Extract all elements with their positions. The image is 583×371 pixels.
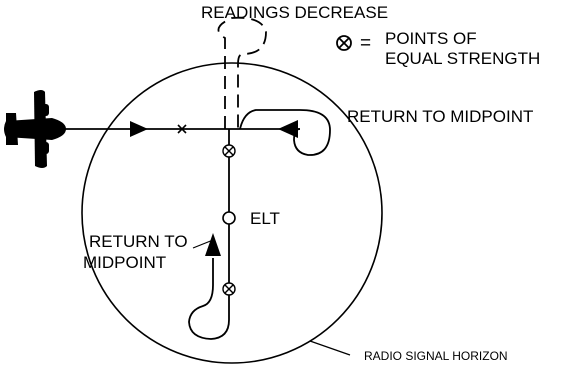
bottom-procedure-turn-loop [188,258,230,340]
left-label-leader-line [192,239,214,249]
circled-x-icon [336,35,352,51]
circled-x-icon [222,282,236,296]
radio-signal-horizon-label: RADIO SIGNAL HORIZON [364,349,508,363]
open-circle-icon [222,211,236,225]
return-to-midpoint-left-label-line2: MIDPOINT [83,253,166,272]
legend-label-line2: EQUAL STRENGTH [385,49,540,68]
elt-label: ELT [250,209,280,228]
x-mark-icon [177,124,187,134]
legend-label-line1: POINTS OF [385,29,477,48]
return-to-midpoint-left-label-line1: RETURN TO [89,232,188,251]
horizon-leader-line [309,340,351,356]
readings-decrease-label: READINGS DECREASE [201,3,388,22]
circled-x-icon [222,144,236,158]
legend-equals-sign: = [360,33,371,54]
dashed-north-segment [217,16,267,129]
return-arrow-left [205,233,221,256]
flight-direction-arrow [130,121,148,137]
right-procedure-turn-loop [239,109,331,156]
airplane-icon [4,90,66,168]
return-arrow-right [278,120,298,138]
radio-signal-horizon-circle [81,62,383,364]
return-to-midpoint-right-label: RETURN TO MIDPOINT [347,107,533,126]
